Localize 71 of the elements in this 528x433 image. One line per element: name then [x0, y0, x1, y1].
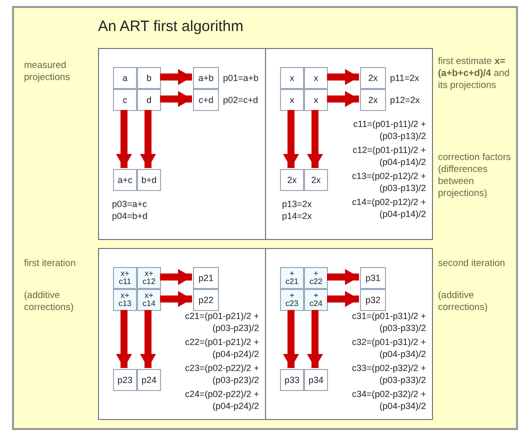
grid-cell: + c21 — [280, 267, 304, 289]
grid-cell: + c23 — [280, 289, 304, 311]
grid-cell: x+ c13 — [113, 289, 137, 311]
projection-cell: a+c — [113, 169, 137, 191]
grid-cell: x — [304, 89, 328, 111]
projection-cell: p21 — [193, 267, 219, 289]
arrow — [327, 291, 359, 307]
formula-text: c14=(p02-p12)/2 +(p04-p14)/2 — [350, 196, 426, 220]
projection-cell: 2x — [360, 89, 386, 111]
projection-cell: b+d — [137, 169, 161, 191]
formula-text: c34=(p02-p32)/2 +(p04-p34)/2 — [350, 388, 426, 412]
arrow — [140, 110, 156, 168]
side-note: first iteration — [24, 258, 77, 270]
arrow — [307, 310, 323, 368]
formula-text: c24=(p02-p22)/2 +(p04-p24)/2 — [184, 388, 259, 412]
arrow — [283, 110, 299, 168]
projection-cell: a+b — [193, 67, 219, 89]
grid-cell: + c22 — [304, 267, 328, 289]
projection-cell: p33 — [280, 369, 304, 391]
arrow — [327, 91, 359, 107]
formula-text: p02=c+d — [223, 94, 258, 106]
side-note: first estimate x=(a+b+c+d)/4 and its projections — [438, 56, 511, 92]
projection-cell: p31 — [360, 267, 386, 289]
side-note: second iteration — [438, 258, 506, 270]
grid-cell: x+ c14 — [137, 289, 161, 311]
projection-cell: p23 — [113, 369, 137, 391]
arrow — [327, 69, 359, 85]
projection-cell: 2x — [304, 169, 328, 191]
arrow — [140, 310, 156, 368]
arrow — [160, 91, 192, 107]
formula-text: p14=2x — [282, 210, 312, 222]
arrow — [160, 69, 192, 85]
arrow — [307, 110, 323, 168]
title: An ART first algorithm — [98, 18, 244, 35]
projection-cell: p24 — [137, 369, 161, 391]
projection-cell: p22 — [193, 289, 219, 311]
formula-text: p04=b+d — [112, 210, 148, 222]
arrow — [116, 310, 132, 368]
grid-cell: x — [280, 89, 304, 111]
side-note: (additive corrections) — [24, 290, 75, 314]
formula-text: p01=a+b — [223, 72, 259, 84]
grid-cell: d — [137, 89, 161, 111]
arrow — [160, 269, 192, 285]
panel-box — [265, 248, 433, 420]
arrow — [116, 110, 132, 168]
projection-cell: p34 — [304, 369, 328, 391]
side-note: measured projections — [24, 60, 71, 84]
grid-cell: x — [280, 67, 304, 89]
formula-text: p12=2x — [390, 94, 420, 106]
arrow — [283, 310, 299, 368]
arrow — [327, 269, 359, 285]
panel-box — [98, 48, 266, 240]
projection-cell: 2x — [280, 169, 304, 191]
grid-cell: c — [113, 89, 137, 111]
panel-box — [265, 48, 433, 240]
projection-cell: c+d — [193, 89, 219, 111]
grid-cell: b — [137, 67, 161, 89]
formula-text: p11=2x — [390, 72, 420, 84]
projection-cell: 2x — [360, 67, 386, 89]
panel-box — [98, 248, 266, 420]
side-note: (additive corrections) — [438, 290, 489, 314]
grid-cell: x+ c11 — [113, 267, 137, 289]
projection-cell: p32 — [360, 289, 386, 311]
arrow — [160, 291, 192, 307]
grid-cell: + c24 — [304, 289, 328, 311]
formula-text: p13=2x — [282, 198, 312, 210]
grid-cell: x+ c12 — [137, 267, 161, 289]
formula-text: p03=a+c — [112, 198, 148, 210]
side-note: correction factors (differences between projections) — [438, 152, 512, 200]
grid-cell: x — [304, 67, 328, 89]
grid-cell: a — [113, 67, 137, 89]
